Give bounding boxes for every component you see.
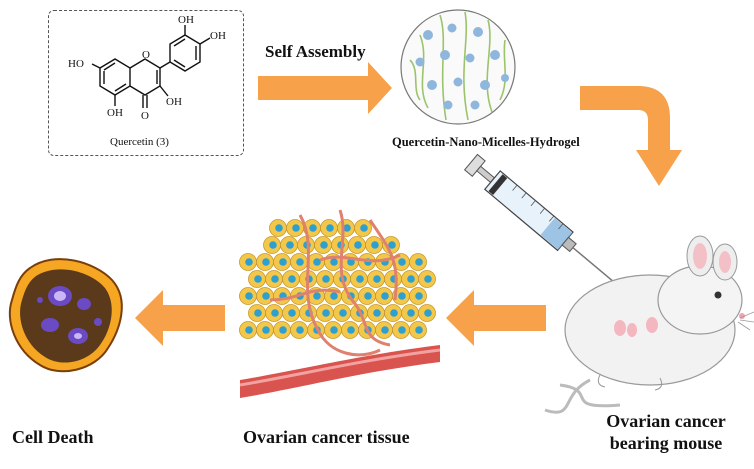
dead-cell-icon [8, 258, 123, 373]
cell-nucleus [415, 326, 423, 334]
cell-nucleus [279, 326, 287, 334]
oh-top-right-label: OH [210, 30, 226, 42]
cell-nucleus [288, 309, 296, 317]
cell-nucleus [322, 275, 330, 283]
cell-nucleus [354, 241, 362, 249]
cell-nucleus [381, 326, 389, 334]
cell-nucleus [309, 224, 317, 232]
cell-nucleus [326, 224, 334, 232]
cell-death-label: Cell Death [12, 427, 94, 447]
cell-nucleus [330, 292, 338, 300]
cell-nucleus [262, 292, 270, 300]
cell-nucleus [292, 224, 300, 232]
cell-nucleus [343, 224, 351, 232]
cell-nucleus [415, 258, 423, 266]
oh-top-left-label: OH [178, 14, 194, 26]
tumor-tissue-icon [239, 209, 441, 398]
cell-nucleus [398, 292, 406, 300]
molecule-caption: Quercetin (3) [110, 136, 169, 148]
cell-nucleus [330, 258, 338, 266]
cell-nucleus [364, 292, 372, 300]
cell-nucleus [245, 258, 253, 266]
cell-nucleus [320, 241, 328, 249]
cell-nucleus [279, 258, 287, 266]
cell-nucleus [322, 309, 330, 317]
cell-nucleus [424, 309, 432, 317]
mouse-icon [544, 235, 754, 414]
cell-nucleus [245, 326, 253, 334]
cell-nucleus [388, 241, 396, 249]
cell-nucleus [286, 241, 294, 249]
tissue-label: Ovarian cancer tissue [243, 427, 410, 447]
hydrogel-micelle-icon [400, 9, 516, 125]
cell-nucleus [390, 309, 398, 317]
cell-nucleus [381, 292, 389, 300]
mouse-label: Ovarian cancer bearing mouse [582, 410, 750, 454]
carbonyl-o-label: O [141, 110, 149, 122]
mouse-label-line1: Ovarian cancer [606, 411, 726, 431]
cell-nucleus [262, 258, 270, 266]
cell-nucleus [271, 275, 279, 283]
ring-o-label: O [142, 49, 150, 61]
cell-nucleus [339, 309, 347, 317]
arrow-curve-icon [580, 86, 682, 186]
hydrogel-label: Quercetin-Nano-Micelles-Hydrogel [392, 135, 580, 149]
cell-nucleus [271, 309, 279, 317]
cell-nucleus [313, 258, 321, 266]
ho-left-label: HO [68, 58, 84, 70]
arrow-right-icon [258, 62, 392, 114]
cell-nucleus [373, 309, 381, 317]
cell-nucleus [254, 275, 262, 283]
cell-nucleus [296, 258, 304, 266]
cell-nucleus [398, 326, 406, 334]
cell-nucleus [262, 326, 270, 334]
cell-nucleus [373, 275, 381, 283]
arrow-left-icon [446, 290, 546, 346]
cell-nucleus [371, 241, 379, 249]
cell-nucleus [356, 275, 364, 283]
mouse-label-line2: bearing mouse [609, 433, 723, 453]
syringe-icon [463, 153, 625, 292]
cell-nucleus [313, 292, 321, 300]
oh-bottom-left-label: OH [107, 107, 123, 119]
cell-nucleus [254, 309, 262, 317]
cell-nucleus [296, 326, 304, 334]
cell-nucleus [269, 241, 277, 249]
quercetin-structure-box [48, 10, 244, 156]
arrow-left-icon-2 [135, 290, 225, 346]
cell-nucleus [398, 258, 406, 266]
cell-nucleus [330, 326, 338, 334]
cell-nucleus [288, 275, 296, 283]
cell-nucleus [275, 224, 283, 232]
cell-nucleus [360, 224, 368, 232]
cell-nucleus [407, 309, 415, 317]
cell-nucleus [424, 275, 432, 283]
cell-nucleus [415, 292, 423, 300]
cell-nucleus [407, 275, 415, 283]
self-assembly-label: Self Assembly [265, 42, 366, 61]
cell-nucleus [245, 292, 253, 300]
cell-nucleus [347, 326, 355, 334]
quercetin-structure [91, 25, 211, 108]
oh-right-label: OH [166, 96, 182, 108]
